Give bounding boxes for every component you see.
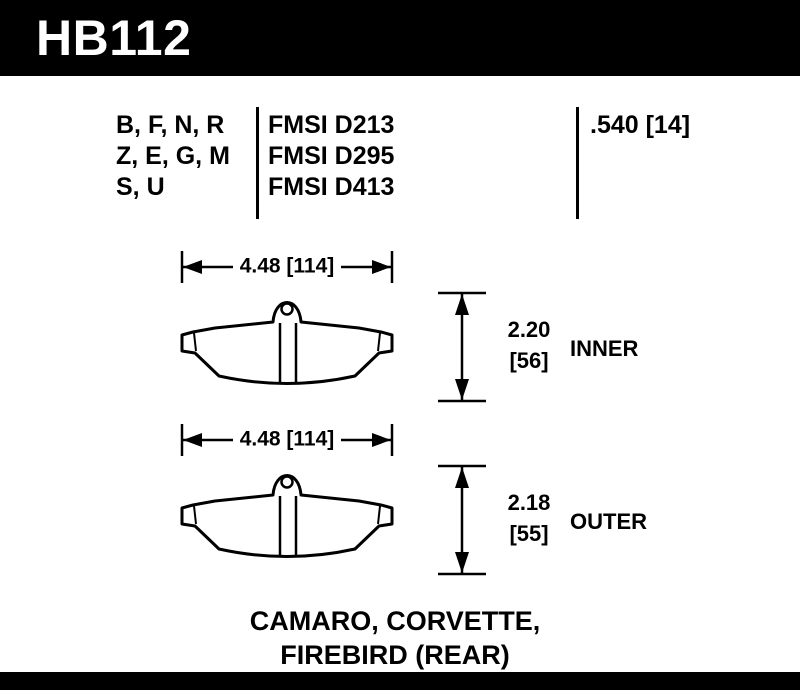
inner-pad-drawing <box>179 290 395 404</box>
pad-ear-line <box>193 332 197 352</box>
height-text-inner: 2.20 [56] <box>492 314 566 376</box>
vehicle-caption: CAMARO, CORVETTE, FIREBIRD (REAR) <box>0 604 790 672</box>
height-mm: [55] <box>509 521 549 546</box>
pad-ear-line <box>193 505 197 525</box>
pad-ear-line <box>377 332 381 352</box>
vehicle-caption-line2: FIREBIRD (REAR) <box>280 640 510 670</box>
part-number: HB112 <box>36 10 192 66</box>
pad-position-label-outer: OUTER <box>570 509 647 534</box>
table-divider-right <box>576 107 579 219</box>
fmsi-row: FMSI D295 <box>268 142 395 170</box>
width-dimension-text: 4.48 [114] <box>179 254 395 279</box>
outer-pad-drawing <box>179 463 395 577</box>
pad-ear-line <box>377 505 381 525</box>
header-bar: HB112 <box>0 0 800 76</box>
height-dimension-outer <box>436 463 488 577</box>
fmsi-row: FMSI D213 <box>268 111 395 139</box>
table-divider-left <box>256 107 259 219</box>
height-value: 2.18 <box>507 490 551 515</box>
pad-position-label-inner: INNER <box>570 336 639 361</box>
width-dimension-inner: 4.48 [114] <box>179 249 395 285</box>
height-mm: [56] <box>509 348 549 373</box>
compound-code-row: S, U <box>116 173 165 201</box>
width-dimension-text: 4.48 [114] <box>179 427 395 452</box>
height-dimension-arrow <box>438 291 486 403</box>
height-dimension-arrow <box>438 464 486 576</box>
outer-pad-svg <box>180 474 394 558</box>
pad-tab-hole <box>280 475 294 489</box>
height-dimension-inner <box>436 290 488 404</box>
compound-code-row: B, F, N, R <box>116 111 225 139</box>
fmsi-codes: FMSI D213 FMSI D295 FMSI D413 <box>268 110 394 203</box>
compound-codes: B, F, N, R Z, E, G, M S, U <box>116 110 230 203</box>
fmsi-row: FMSI D413 <box>268 173 395 201</box>
pad-tab-hole <box>280 302 294 316</box>
compound-code-row: Z, E, G, M <box>116 142 230 170</box>
width-dimension-outer: 4.48 [114] <box>179 422 395 458</box>
footer-bar <box>0 672 800 690</box>
height-text-outer: 2.18 [55] <box>492 487 566 549</box>
inner-pad-svg <box>180 301 394 385</box>
pad-thickness: .540 [14] <box>590 111 691 139</box>
vehicle-caption-line1: CAMARO, CORVETTE, <box>249 606 541 636</box>
height-value: 2.20 <box>507 317 551 342</box>
